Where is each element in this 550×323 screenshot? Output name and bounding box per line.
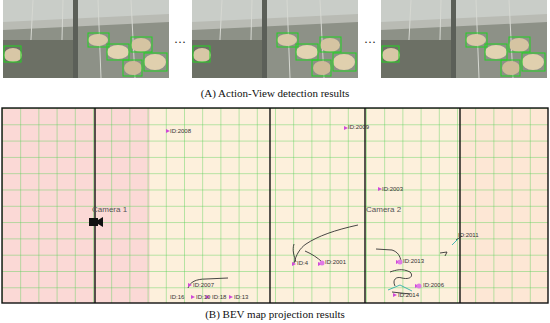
track-id: ID:2013 — [403, 258, 424, 264]
track-id: ID:18 — [212, 294, 226, 300]
track-id: ID:2011 — [458, 232, 479, 238]
track-id: ID:10 — [196, 294, 210, 300]
caption: (B) BEV map projection results — [205, 309, 345, 320]
camera-label: Camera 2 — [366, 206, 401, 214]
track-id: ID:4 — [297, 260, 308, 266]
track-id: ID:2006 — [423, 282, 444, 288]
track-id: ID:2008 — [170, 128, 191, 134]
ellipsis: ··· — [364, 36, 376, 48]
ellipsis: ··· — [174, 36, 186, 48]
camera-label: Camera 1 — [92, 206, 127, 214]
track-id: ID:2009 — [348, 124, 369, 130]
track-id: ID:2014 — [398, 292, 419, 298]
track-id: ID:2007 — [193, 282, 214, 288]
caption: (A) Action-View detection results — [201, 88, 350, 99]
track-id: ID:2003 — [382, 186, 403, 192]
track-id: ID:13 — [234, 294, 248, 300]
track-id: ID:16 — [170, 294, 184, 300]
track-id: ID:2001 — [325, 259, 346, 265]
